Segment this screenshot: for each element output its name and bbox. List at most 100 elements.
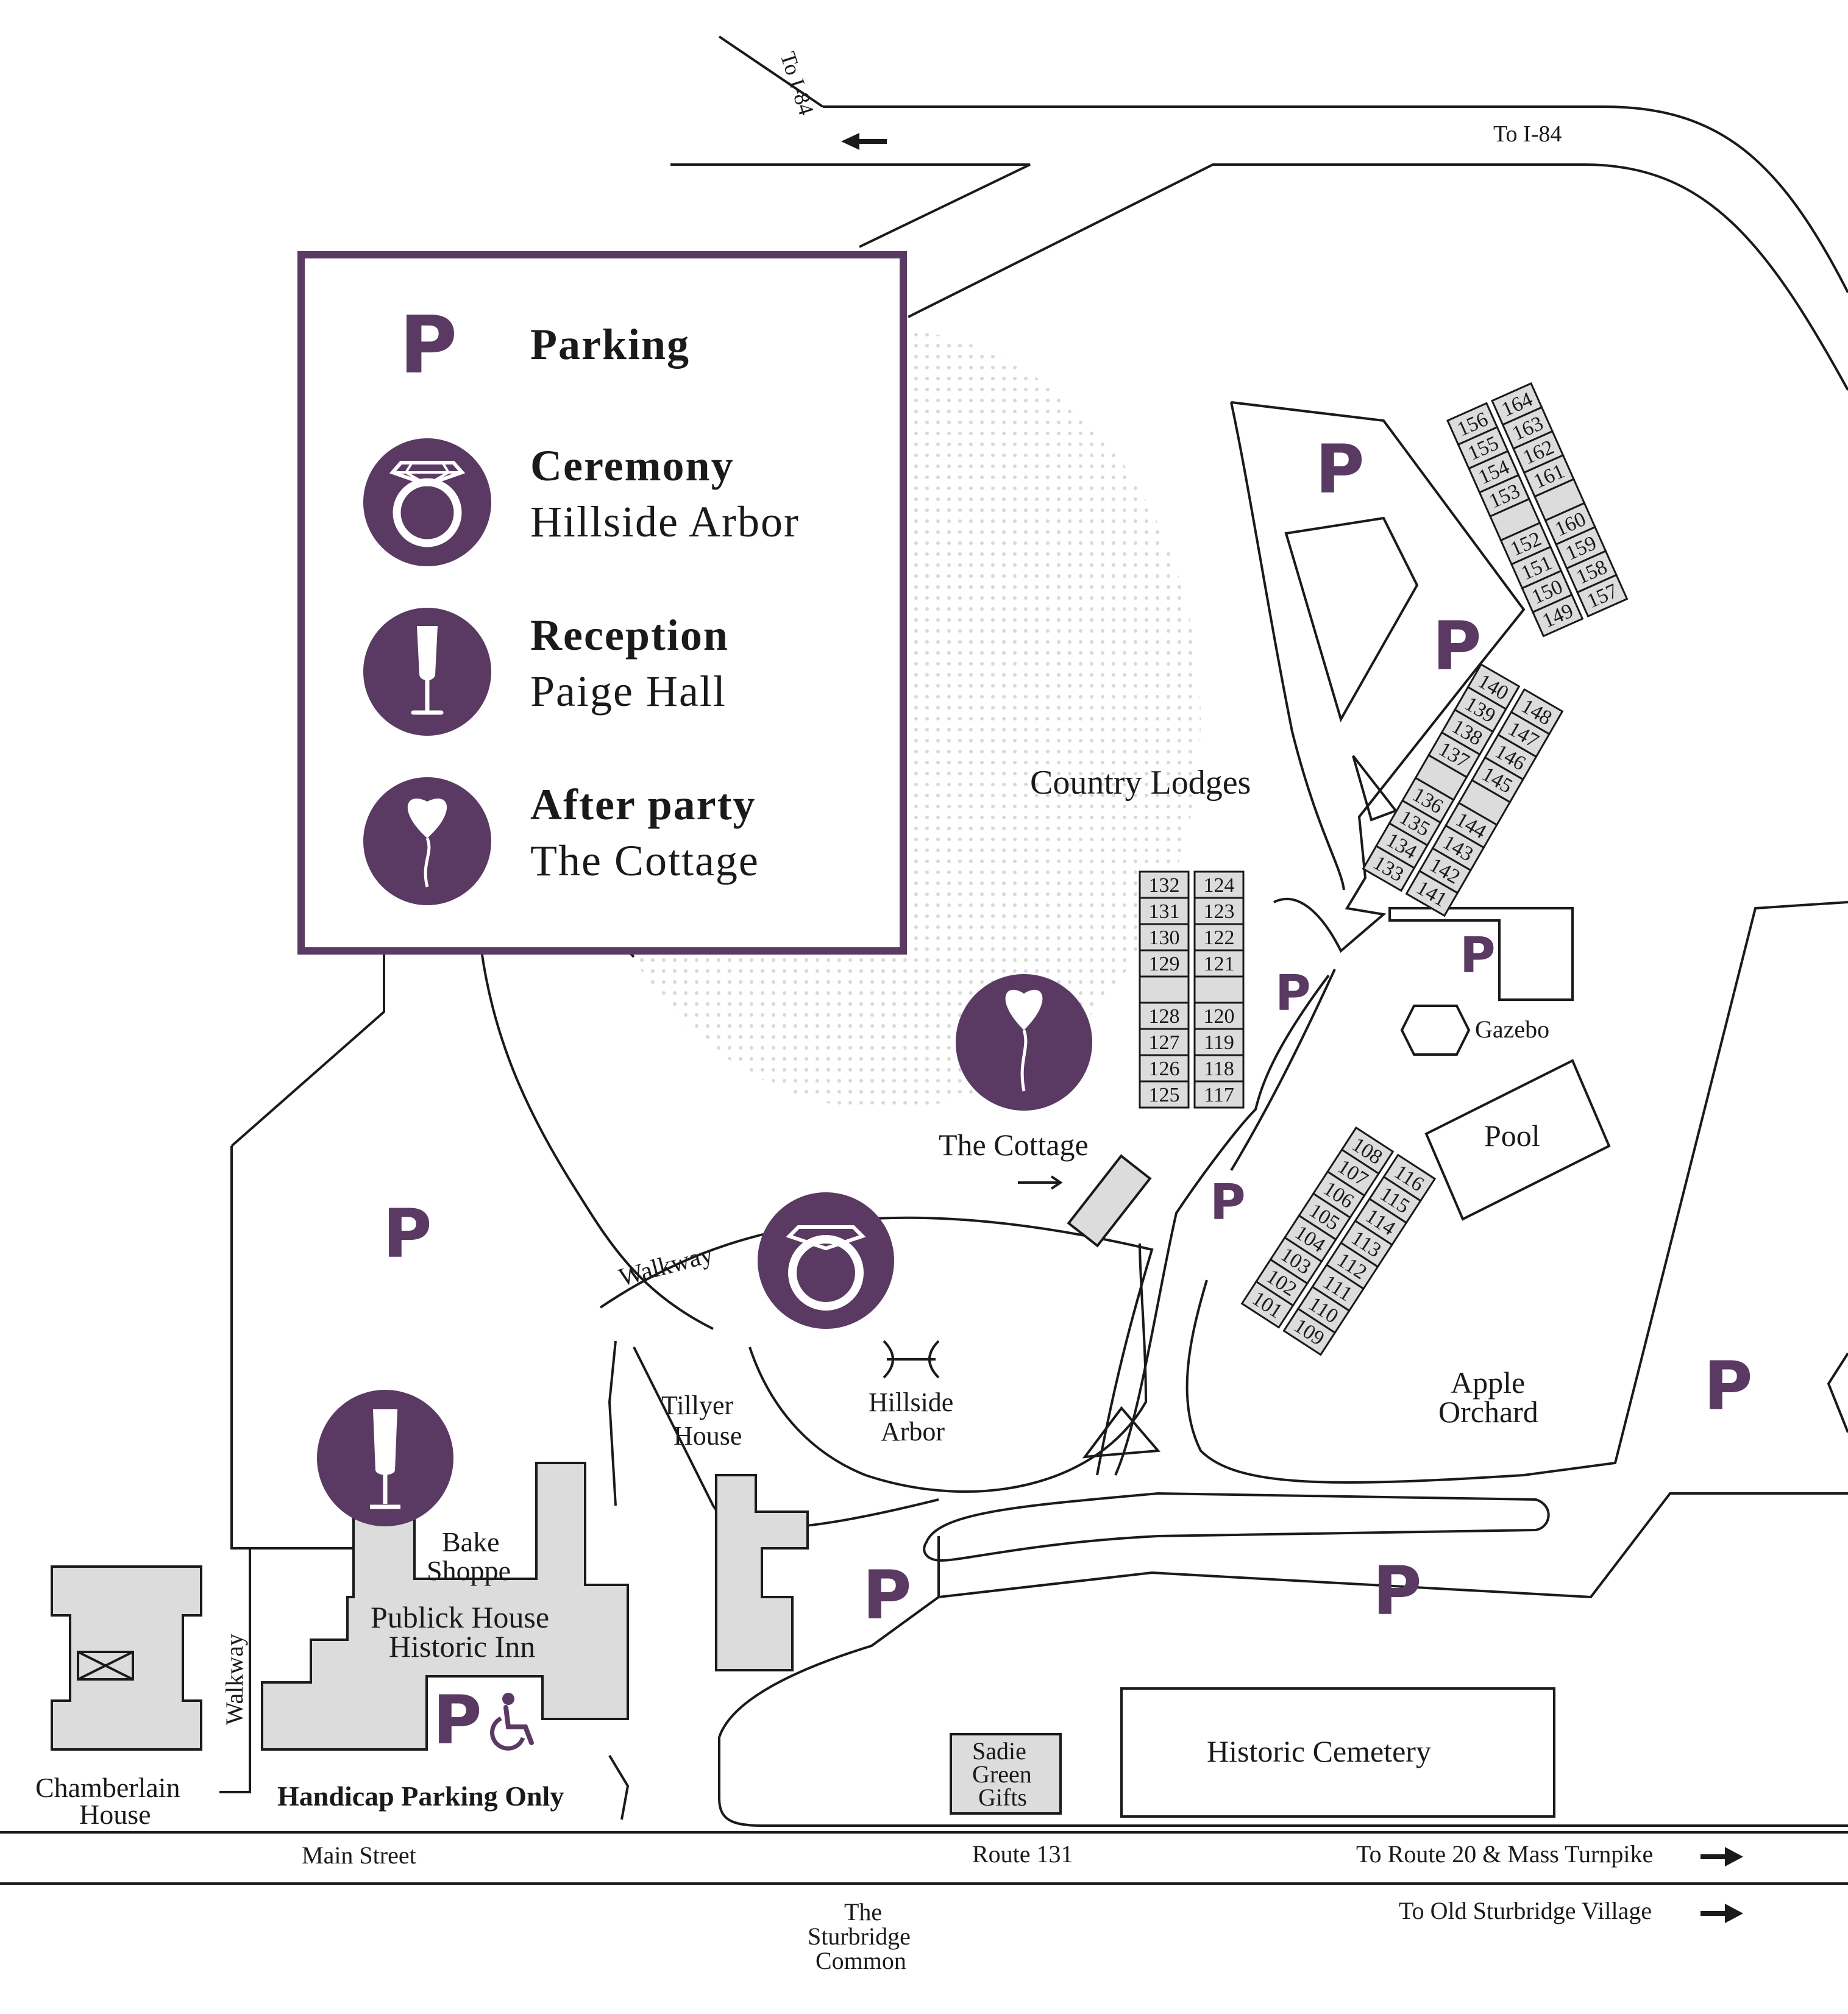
parking-marker: P bbox=[1210, 1174, 1246, 1231]
label-common-1: The bbox=[844, 1898, 882, 1926]
room-number: 125 bbox=[1149, 1084, 1180, 1106]
label-apple-2: Orchard bbox=[1438, 1395, 1538, 1429]
label-the-cottage: The Cottage bbox=[939, 1128, 1089, 1162]
parking-marker: P bbox=[433, 1681, 482, 1759]
parking-marker: P bbox=[383, 1195, 432, 1273]
cottage-shape bbox=[1067, 1154, 1152, 1248]
parking-marker: P bbox=[1373, 1552, 1422, 1630]
label-to-osv: To Old Sturbridge Village bbox=[1399, 1897, 1652, 1924]
room-number: 121 bbox=[1204, 953, 1235, 975]
room-number: 119 bbox=[1204, 1031, 1234, 1054]
lodge-room-cell bbox=[1139, 923, 1190, 952]
lodge-room-cell bbox=[1193, 1028, 1245, 1056]
lodge-room-cell bbox=[1139, 897, 1190, 925]
chamberlain-house-shape bbox=[51, 1565, 202, 1751]
reception-marker bbox=[317, 1390, 453, 1526]
label-pool: Pool bbox=[1484, 1119, 1540, 1153]
legend-reception-place: Paige Hall bbox=[530, 667, 727, 716]
lodge-room-cell bbox=[1362, 844, 1416, 892]
label-apple-1: Apple bbox=[1451, 1365, 1525, 1400]
parking-marker: P bbox=[1275, 965, 1311, 1022]
lodge-room-block: 1401391381371361351341331481471461451441… bbox=[1362, 663, 1564, 917]
label-chamberlain-2: House bbox=[79, 1799, 151, 1830]
lodge-room-cell bbox=[1240, 1280, 1295, 1329]
room-number: 117 bbox=[1204, 1084, 1234, 1106]
legend-ceremony-place: Hillside Arbor bbox=[530, 497, 800, 546]
room-number: 118 bbox=[1204, 1058, 1234, 1080]
lodge-room-cell bbox=[1405, 869, 1459, 917]
legend-after-party-title: After party bbox=[530, 780, 756, 829]
legend-after-party-place: The Cottage bbox=[530, 836, 759, 885]
room-number: 131 bbox=[1149, 900, 1180, 923]
label-chamberlain-1: Chamberlain bbox=[35, 1772, 180, 1803]
label-to-i84-top: To I-84 bbox=[775, 49, 819, 118]
room-number: 129 bbox=[1149, 953, 1180, 975]
historic-cemetery-shape bbox=[1120, 1687, 1555, 1818]
parking-markers: P P P P P P P P P P bbox=[383, 430, 1753, 1759]
label-main-street: Main Street bbox=[302, 1841, 416, 1869]
room-number: 120 bbox=[1204, 1005, 1235, 1028]
legend-parking-title: Parking bbox=[530, 320, 691, 369]
label-country-lodges: Country Lodges bbox=[1030, 764, 1251, 802]
legend-after-party: After party The Cottage bbox=[305, 777, 900, 911]
room-number: 123 bbox=[1204, 900, 1235, 923]
legend-box: P Parking Ceremony Hillside Arbor Recept… bbox=[297, 251, 907, 955]
room-number: 127 bbox=[1149, 1031, 1180, 1054]
label-hillside-1: Hillside bbox=[869, 1387, 953, 1417]
sadie-green-gifts-shape bbox=[950, 1733, 1062, 1815]
label-hillside-2: Arbor bbox=[881, 1417, 945, 1446]
ring-icon bbox=[363, 438, 491, 566]
arrow-right-icon bbox=[1018, 1175, 1063, 1190]
heart-balloon-icon bbox=[363, 777, 491, 905]
lodge-room-cell bbox=[1193, 949, 1245, 978]
label-walkway-upper: Walkway bbox=[616, 1240, 716, 1292]
lodge-room-cell bbox=[1576, 574, 1629, 617]
legend-ceremony: Ceremony Hillside Arbor bbox=[305, 438, 900, 572]
parking-marker: P bbox=[862, 1556, 912, 1634]
after-party-marker bbox=[956, 974, 1092, 1111]
label-bake-1: Bake bbox=[442, 1526, 500, 1557]
lodge-room-cell bbox=[1193, 923, 1245, 952]
arrow-right-icon bbox=[1701, 1847, 1743, 1866]
label-bake-2: Shoppe bbox=[427, 1555, 511, 1586]
buildings bbox=[51, 1154, 1555, 1818]
map-labels: To I-84 To I-84 Country Lodges Gazebo Po… bbox=[35, 49, 1743, 1974]
lodge-room-cell bbox=[1193, 975, 1245, 1004]
parking-marker: P bbox=[1460, 927, 1496, 984]
room-number: 132 bbox=[1149, 874, 1180, 897]
legend-reception: Reception Paige Hall bbox=[305, 608, 900, 742]
ceremony-marker bbox=[758, 1192, 894, 1329]
lodge-room-cell bbox=[1193, 1080, 1245, 1109]
arrow-left-icon bbox=[841, 133, 887, 150]
publick-house-shape bbox=[261, 1462, 629, 1751]
parking-marker: P bbox=[1704, 1347, 1753, 1425]
champagne-glass-icon bbox=[363, 608, 491, 736]
label-historic-cemetery: Historic Cemetery bbox=[1207, 1734, 1431, 1768]
room-number: 122 bbox=[1204, 927, 1235, 949]
heart-balloon-icon bbox=[1005, 989, 1043, 1030]
label-sadie-1: Sadie bbox=[972, 1737, 1026, 1765]
champagne-glass-icon bbox=[373, 1409, 397, 1475]
label-sadie-2: Green bbox=[972, 1760, 1032, 1788]
lodge-room-cell bbox=[1139, 949, 1190, 978]
label-walkway-side: Walkway bbox=[221, 1634, 248, 1725]
lodge-room-cell bbox=[1139, 1002, 1190, 1030]
legend-parking: P Parking bbox=[305, 299, 900, 393]
room-number: 124 bbox=[1204, 874, 1235, 897]
room-number: 128 bbox=[1149, 1005, 1180, 1028]
legend-ceremony-title: Ceremony bbox=[530, 441, 734, 490]
lodge-room-cell bbox=[1193, 870, 1245, 899]
label-gazebo: Gazebo bbox=[1475, 1016, 1549, 1043]
label-publick-1: Publick House bbox=[371, 1600, 549, 1634]
parking-marker: P bbox=[1315, 430, 1365, 508]
lodge-room-cell bbox=[1139, 1080, 1190, 1109]
lodge-room-block: 1561551541531521511501491641631621611601… bbox=[1446, 382, 1629, 638]
room-number: 126 bbox=[1149, 1058, 1180, 1080]
lodge-room-cell bbox=[1139, 870, 1190, 899]
lodge-room-cell bbox=[1139, 1028, 1190, 1056]
lodge-room-cell bbox=[1139, 975, 1190, 1004]
arrow-right-icon bbox=[1701, 1904, 1743, 1923]
label-sadie-3: Gifts bbox=[978, 1784, 1027, 1811]
parking-marker: P bbox=[1432, 607, 1482, 685]
